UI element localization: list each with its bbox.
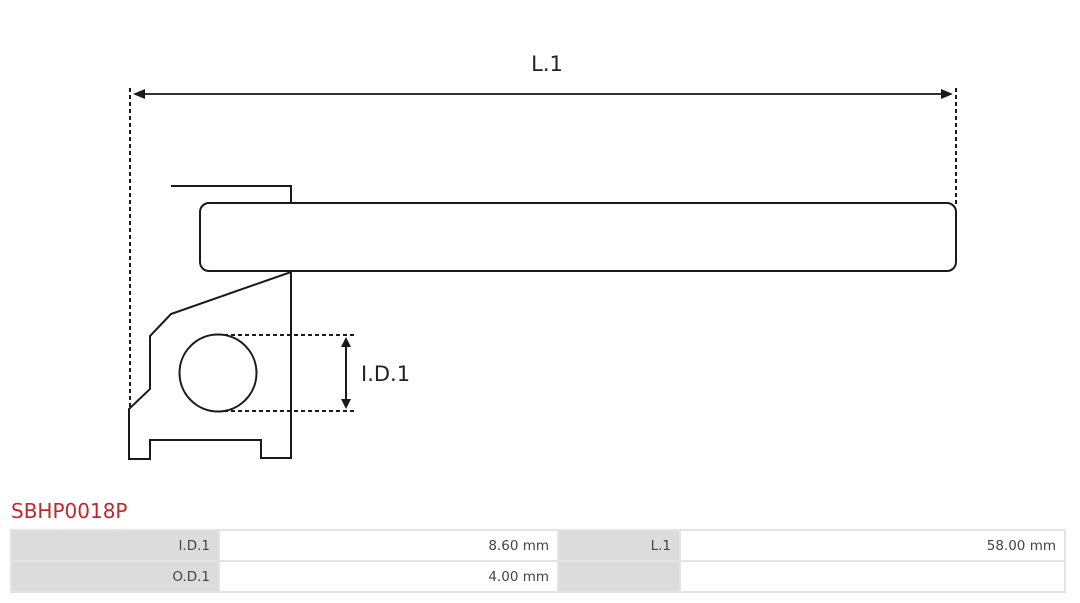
table-row: O.D.1 4.00 mm: [12, 562, 1064, 591]
spec-value: 8.60 mm: [220, 531, 557, 560]
table-row: I.D.1 8.60 mm L.1 58.00 mm: [12, 531, 1064, 560]
spec-label: [559, 562, 679, 591]
brush-bar: [199, 202, 957, 272]
id1-label: I.D.1: [361, 362, 410, 386]
l1-label: L.1: [531, 52, 563, 76]
spec-value: [681, 562, 1064, 591]
spec-value: 4.00 mm: [220, 562, 557, 591]
mounting-hole: [178, 333, 258, 413]
specs-table: I.D.1 8.60 mm L.1 58.00 mm O.D.1 4.00 mm: [10, 529, 1066, 593]
arrow-left-icon: [133, 89, 145, 99]
technical-drawing: L.1 I.D.1: [128, 52, 957, 460]
brush-holder-diagram: L.1 I.D.1: [128, 52, 957, 460]
spec-label: O.D.1: [12, 562, 218, 591]
part-code: SBHP0018P: [11, 499, 128, 523]
spec-label: I.D.1: [12, 531, 218, 560]
spec-value: 58.00 mm: [681, 531, 1064, 560]
arrow-right-icon: [941, 89, 953, 99]
holder-body-outline: [128, 185, 292, 460]
spec-label: L.1: [559, 531, 679, 560]
arrow-down-icon: [341, 399, 351, 409]
arrow-up-icon: [341, 337, 351, 347]
